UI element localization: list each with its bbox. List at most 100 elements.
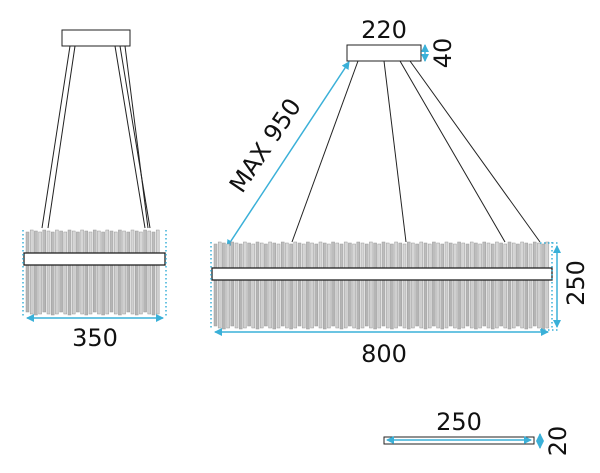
crystal-rod-upper xyxy=(528,243,533,269)
crystal-rod-lower xyxy=(499,279,503,327)
crystal-rod-lower xyxy=(411,279,415,329)
crystal-rod-upper xyxy=(63,231,68,254)
crystal-rod-upper xyxy=(80,229,84,254)
crystal-rod-upper xyxy=(251,243,256,269)
max-drop-dimension-line xyxy=(226,61,350,248)
crystal-rod-upper xyxy=(322,242,327,269)
crystal-rod-lower xyxy=(301,279,306,329)
crystal-rod-upper xyxy=(339,243,344,269)
crystal-rod-upper xyxy=(402,243,407,269)
crystal-rod-lower xyxy=(545,279,550,329)
crystal-rod-upper xyxy=(71,230,76,254)
crystal-rod-upper xyxy=(474,242,478,269)
crystal-rod-lower xyxy=(385,279,390,329)
crystal-rod-lower xyxy=(482,279,487,327)
crystal-rod-lower xyxy=(25,264,30,313)
crystal-rod-lower xyxy=(339,279,344,330)
crystal-rod-lower xyxy=(255,279,260,330)
crystal-rod-upper xyxy=(432,241,436,269)
crystal-rod-upper xyxy=(101,231,105,254)
crystal-rod-lower xyxy=(306,279,310,330)
crystal-rod-lower xyxy=(532,279,537,327)
crystal-rod-upper xyxy=(545,241,550,269)
crystal-rod-lower xyxy=(461,279,466,329)
crystal-rod-lower xyxy=(113,264,118,315)
crystal-rod-lower xyxy=(440,279,445,330)
crystal-rod-lower xyxy=(537,279,541,329)
crystal-rod-lower xyxy=(432,279,436,327)
crystal-rod-lower xyxy=(436,279,440,329)
crystal-rod-lower xyxy=(314,279,319,327)
crystal-rod-upper xyxy=(520,241,524,269)
crystal-rod-lower xyxy=(130,264,135,315)
crystal-rod-upper xyxy=(293,241,298,269)
crystal-rod-upper xyxy=(306,241,310,269)
crystal-rod-upper xyxy=(436,242,440,269)
crystal-rod-upper xyxy=(356,241,361,269)
crystal-rod-upper xyxy=(238,243,243,269)
crystal-rod-upper xyxy=(130,229,135,254)
crystal-rod-lower xyxy=(71,264,76,315)
crystal-rod-lower xyxy=(490,279,495,330)
crystal-rod-upper xyxy=(276,243,281,269)
part-width-label: 250 xyxy=(436,408,482,436)
crystal-rod-upper xyxy=(314,243,319,269)
crystal-rod-upper xyxy=(234,242,239,269)
crystal-rod-lower xyxy=(88,264,93,315)
crystal-rod-lower xyxy=(427,279,432,329)
crystal-rod-upper xyxy=(134,230,139,254)
crystal-rod-lower xyxy=(67,264,72,316)
crystal-rod-lower xyxy=(243,279,247,329)
crystal-rod-upper xyxy=(541,243,545,269)
crystal-rod-upper xyxy=(255,241,260,269)
crystal-rod-lower xyxy=(360,279,365,329)
crystal-rod-upper xyxy=(364,243,369,269)
crystal-rod-lower xyxy=(285,279,289,329)
crystal-rod-upper xyxy=(151,231,156,254)
crystal-rod-upper xyxy=(318,241,323,269)
crystal-rod-lower xyxy=(63,264,68,315)
crystal-rod-upper xyxy=(511,242,516,269)
crystal-rod-upper xyxy=(348,242,352,269)
crystal-rod-upper xyxy=(343,241,348,269)
crystal-rod-upper xyxy=(42,229,47,254)
crystal-rod-lower xyxy=(419,279,424,329)
crystal-rod-lower xyxy=(122,264,126,315)
crystal-rod-lower xyxy=(34,264,38,316)
crystal-rod-lower xyxy=(80,264,84,315)
crystal-rod-lower xyxy=(143,264,147,313)
crystal-rod-lower xyxy=(364,279,369,327)
crystal-rod-lower xyxy=(234,279,239,329)
crystal-rod-lower xyxy=(230,279,235,327)
crystal-rod-upper xyxy=(118,229,122,254)
crystal-rod-lower xyxy=(226,279,230,329)
crystal-rod-upper xyxy=(335,242,340,269)
crystal-rod-upper xyxy=(289,243,293,269)
crystal-rod-upper xyxy=(84,230,89,254)
crystal-rod-upper xyxy=(34,230,38,254)
crystal-rod-upper xyxy=(88,231,93,254)
crystal-rod-lower xyxy=(469,279,474,329)
crystal-rod-upper xyxy=(385,242,390,269)
crystal-rod-upper xyxy=(59,230,63,254)
crystal-rod-lower xyxy=(465,279,470,327)
crystal-rod-lower xyxy=(268,279,272,329)
crystal-rod-lower xyxy=(280,279,285,327)
crystal-rod-lower xyxy=(390,279,394,330)
crystal-rod-upper xyxy=(373,242,377,269)
crystal-rod-lower xyxy=(293,279,298,329)
crystal-rod-upper xyxy=(126,231,131,254)
crystal-rod-upper xyxy=(46,230,51,254)
crystal-rod-upper xyxy=(369,241,373,269)
crystal-rod-lower xyxy=(92,264,97,313)
crystal-rod-lower xyxy=(423,279,428,330)
crystal-rod-upper xyxy=(499,242,503,269)
crystal-rod-lower xyxy=(335,279,340,329)
crystal-rod-upper xyxy=(381,241,386,269)
crystal-rod-lower xyxy=(503,279,508,329)
crystal-rod-upper xyxy=(440,243,445,269)
crystal-rod-lower xyxy=(222,279,226,330)
crystal-rod-upper xyxy=(264,243,268,269)
crystal-rod-lower xyxy=(101,264,105,316)
